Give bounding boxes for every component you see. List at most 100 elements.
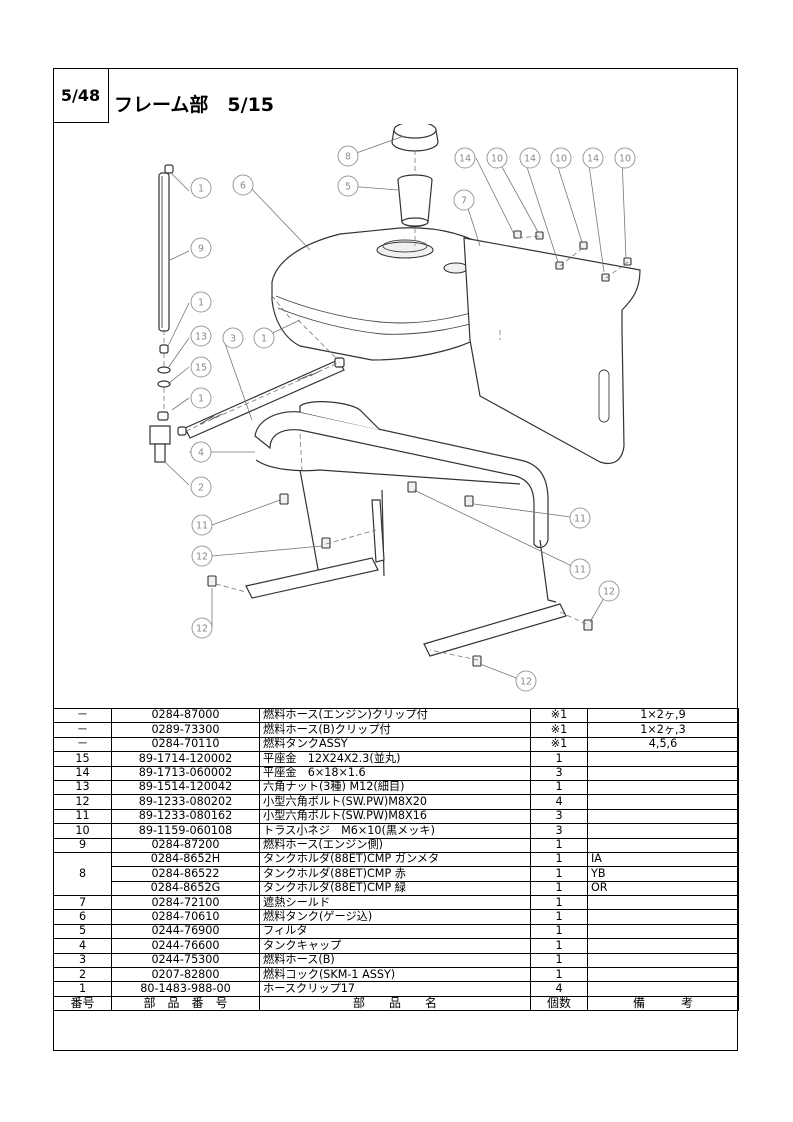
cell-no: 7 (53, 895, 112, 911)
cell-part-name: 遮熱シールド (259, 895, 531, 911)
callout-11a: 11 (191, 514, 213, 536)
callout-10b: 10 (550, 147, 572, 169)
cell-no: 1 (53, 981, 112, 997)
cell-part-no: 0244-75300 (111, 952, 260, 969)
callout-11c: 11 (569, 558, 591, 580)
exploded-parts-diagram: 8 5 6 7 14 10 14 10 14 10 1 9 1 13 15 1 … (149, 124, 641, 692)
cell-part-no: 0284-87200 (111, 837, 260, 853)
cell-part-no: 0284-70110 (111, 736, 260, 753)
cell-part-name: 燃料タンクASSY (259, 736, 531, 753)
svg-text:11: 11 (196, 521, 208, 532)
callout-12d: 12 (515, 670, 537, 692)
callout-4: 8 (337, 145, 359, 167)
svg-text:1: 1 (198, 184, 204, 195)
cell-part-no: 0284-70610 (111, 909, 260, 925)
callout-11b: 11 (569, 507, 591, 529)
cell-part-name: 小型六角ボルト(SW.PW)M8X16 (259, 808, 531, 825)
svg-text:3: 3 (230, 334, 236, 345)
svg-text:14: 14 (459, 154, 471, 165)
cell-part-no: 89-1714-120002 (111, 751, 260, 767)
cell-qty: 1 (530, 895, 588, 911)
header-part-no: 部 品 番 号 (111, 995, 260, 1012)
cell-part-name: 燃料コック(SKM-1 ASSY) (259, 967, 531, 983)
cell-remarks (587, 981, 739, 997)
page-title: フレーム部 5/15 (114, 94, 275, 116)
cell-part-name: 燃料タンク(ゲージ込) (259, 909, 531, 925)
svg-text:1: 1 (198, 394, 204, 405)
cell-qty: 1 (530, 923, 588, 940)
svg-text:14: 14 (524, 154, 536, 165)
cell-part-name: タンクホルダ(88ET)CMP ガンメタ (259, 851, 531, 868)
svg-text:13: 13 (195, 332, 207, 343)
cell-part-name: 六角ナット(3種) M12(細目) (259, 779, 531, 796)
small-fittings-drawing (149, 164, 345, 463)
cell-qty: ※1 (530, 736, 588, 753)
callout-12b: 12 (191, 617, 213, 639)
cell-remarks (587, 837, 739, 853)
cell-remarks: 4,5,6 (587, 736, 739, 753)
cell-part-name: タンクホルダ(88ET)CMP 赤 (259, 866, 531, 882)
cell-remarks (587, 779, 739, 796)
callout-6: 6 (232, 174, 254, 196)
cell-part-no: 0289-73300 (111, 722, 260, 738)
header-remarks: 備 考 (587, 995, 739, 1012)
cell-part-name: 燃料ホース(エンジン)クリップ付 (259, 707, 531, 724)
cell-qty: 1 (530, 866, 588, 882)
callout-3: 3 (222, 327, 244, 349)
svg-text:10: 10 (555, 154, 567, 165)
cell-remarks: 1×2ヶ,9 (587, 707, 739, 724)
cell-remarks: OR (587, 880, 739, 897)
cell-remarks: 1×2ヶ,3 (587, 722, 739, 738)
cell-qty: 4 (530, 794, 588, 810)
fuel-hose-3-drawing (184, 359, 345, 439)
cell-remarks (587, 923, 739, 940)
svg-text:11: 11 (574, 565, 586, 576)
header-no: 番号 (53, 995, 112, 1012)
cell-part-no: 89-1159-060108 (111, 823, 260, 839)
cell-qty: ※1 (530, 722, 588, 738)
cell-part-no: 89-1514-120042 (111, 779, 260, 796)
cell-no: 8 (53, 851, 112, 897)
cell-remarks (587, 938, 739, 954)
cell-part-name: 燃料ホース(B) (259, 952, 531, 969)
cell-qty: 1 (530, 851, 588, 868)
callout-12a: 12 (191, 545, 213, 567)
svg-text:9: 9 (198, 244, 204, 255)
callout-10c: 10 (614, 147, 636, 169)
cell-no: 10 (53, 823, 112, 839)
cell-qty: 4 (530, 981, 588, 997)
cell-remarks (587, 794, 739, 810)
cell-no: 3 (53, 952, 112, 969)
callout-8: 4 (190, 441, 212, 463)
cell-no: 6 (53, 909, 112, 925)
svg-text:12: 12 (196, 624, 208, 635)
callout-15: 15 (190, 356, 212, 378)
callout-14c: 14 (582, 147, 604, 169)
cell-remarks (587, 952, 739, 969)
cell-part-no: 80-1483-988-00 (111, 981, 260, 997)
cell-part-no: 0244-76900 (111, 923, 260, 940)
cell-qty: 1 (530, 909, 588, 925)
cell-qty: ※1 (530, 707, 588, 724)
cell-part-no: 0284-86522 (111, 866, 260, 882)
callout-1d: 1 (253, 327, 275, 349)
cell-no: 2 (53, 967, 112, 983)
callout-2: 2 (190, 476, 212, 498)
callout-13: 13 (190, 325, 212, 347)
callout-14a: 14 (454, 147, 476, 169)
cell-qty: 3 (530, 808, 588, 825)
svg-text:12: 12 (603, 587, 615, 598)
cell-part-name: 平座金 6×18×1.6 (259, 765, 531, 781)
